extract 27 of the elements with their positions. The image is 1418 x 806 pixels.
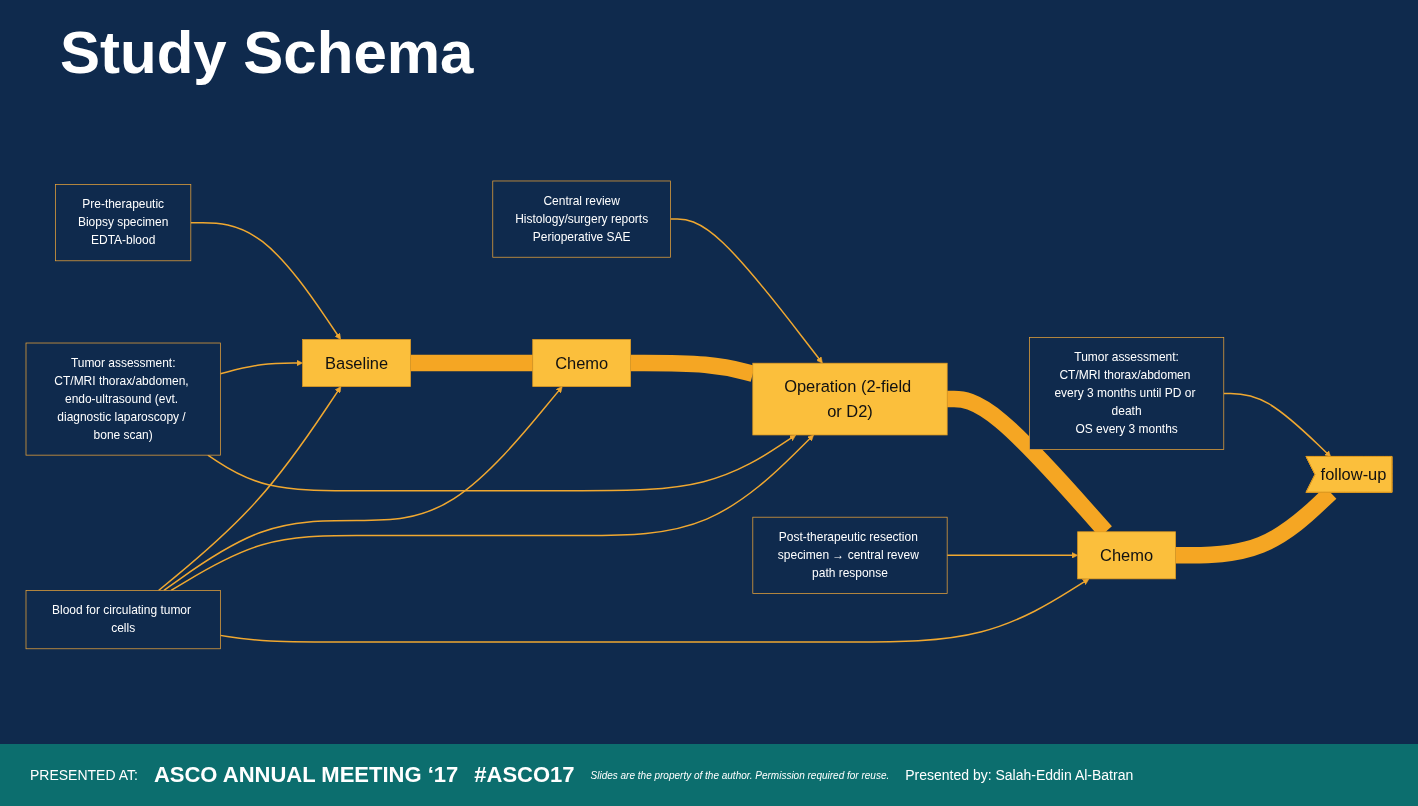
arrow [207,434,797,492]
node-box: Chemo [1077,531,1176,580]
arrow [157,386,342,592]
arrow [1223,392,1332,458]
node-box: Chemo [532,339,631,388]
footer-text: Slides are the property of the author. Permission required for reuse. [590,769,890,781]
arrow [163,386,563,592]
footer-text: Presented by: Salah-Eddin Al-Batran [905,767,1134,783]
node-box: Baseline [302,339,411,388]
node-box: Tumor assessment: CT/MRI thorax/abdomen, endo-ultrasound (evt. diagnostic laparoscopy / bone scan) [25,342,221,456]
footer-text: PRESENTED AT: [30,767,138,783]
node-box: Post-therapeutic resection specimen → central revew path response [752,516,948,594]
footer-text: ASCO ANNUAL MEETING ‘17 [153,762,459,788]
arrow [190,222,341,340]
arrow [170,434,814,592]
node-box: Tumor assessment: CT/MRI thorax/abdomen every 3 months until PD or death OS every 3 months [1029,337,1225,451]
slide-title: Study Schema [60,18,474,87]
arrow [219,578,1090,643]
connector [409,354,533,372]
node-box: Operation (2-field or D2) [752,362,948,436]
arrow [219,359,303,375]
footer-text: #ASCO17 [474,762,575,788]
arrow [946,552,1078,559]
node-box: Central review Histology/surgery reports Perioperative SAE [492,180,671,258]
node-box: Pre-therapeutic Biopsy specimen EDTA-blood [55,184,192,262]
arrow [669,218,823,364]
node-box: Blood for circulating tumor cells [25,590,221,650]
